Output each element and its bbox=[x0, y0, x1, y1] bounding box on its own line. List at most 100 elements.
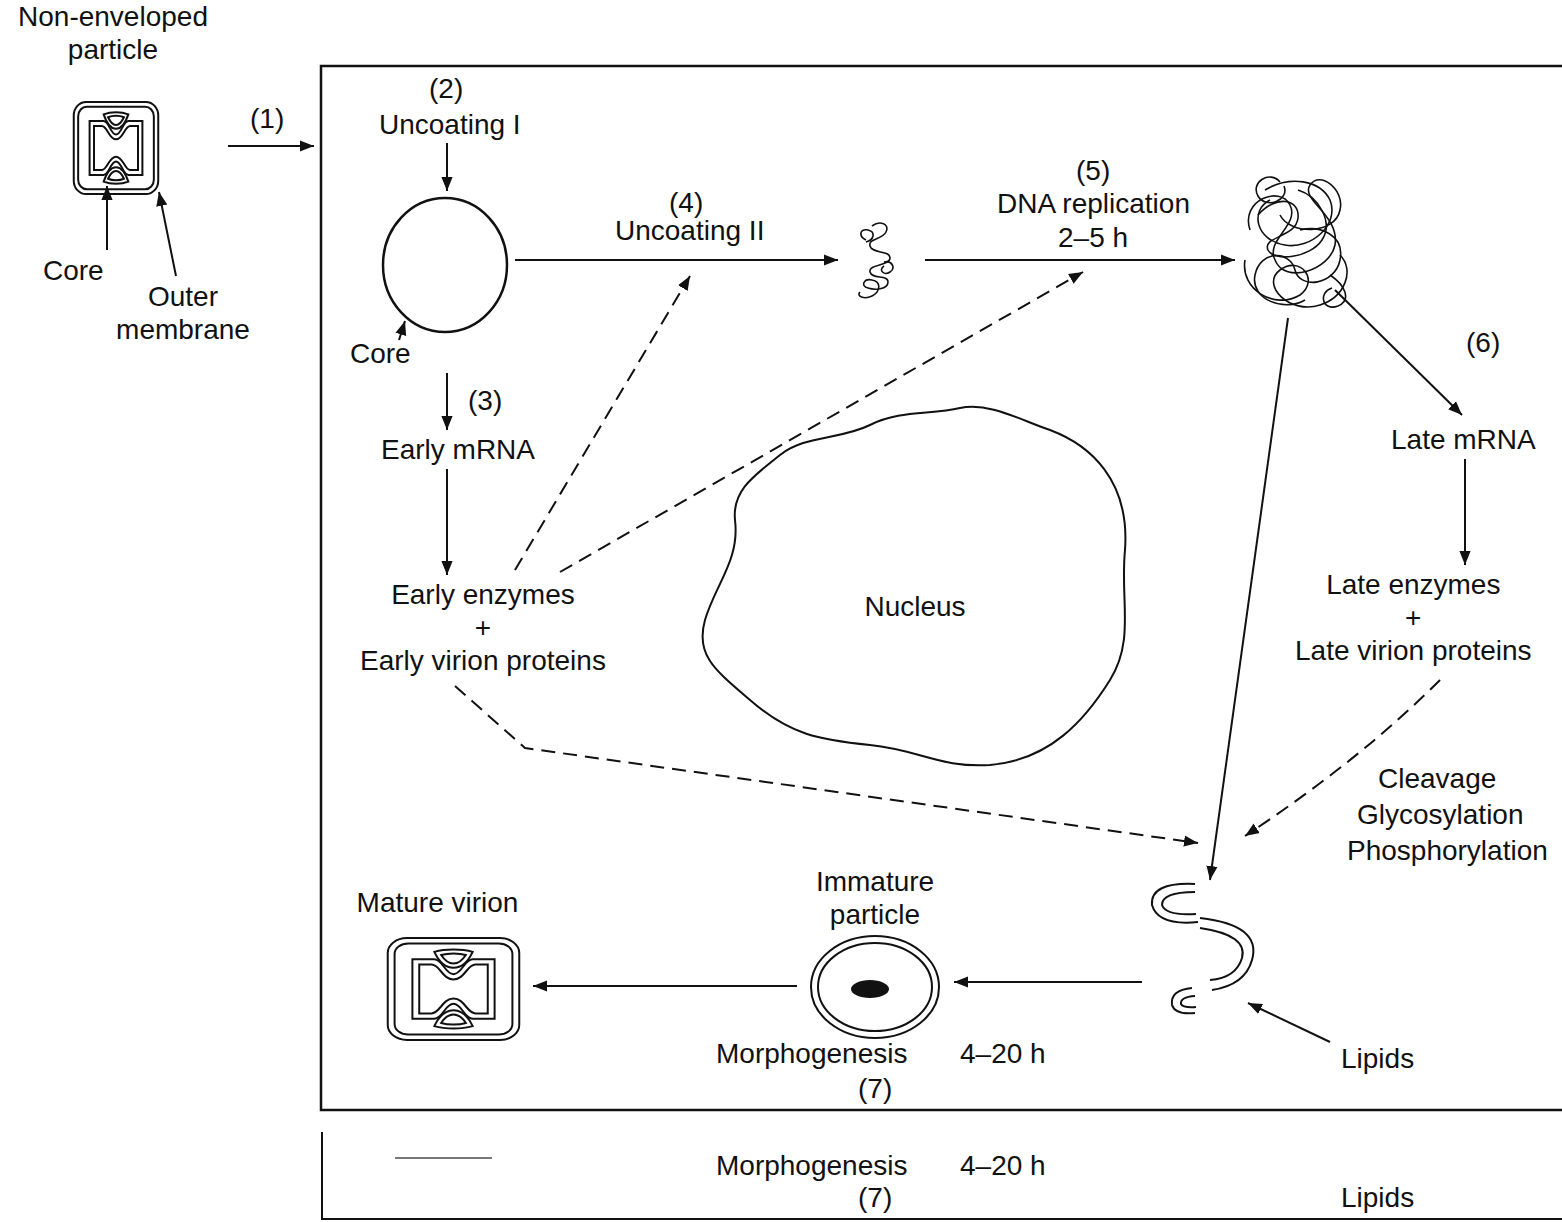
immature-outline bbox=[808, 933, 942, 1041]
node-text: Late enzymes bbox=[1295, 568, 1532, 601]
arrow-line bbox=[1248, 1003, 1330, 1042]
step-label: Uncoating II bbox=[615, 214, 764, 247]
node-text: Late mRNA bbox=[1391, 423, 1536, 456]
arrow-line bbox=[1335, 290, 1462, 415]
cell-boundary bbox=[321, 66, 1562, 1110]
virus-particle: Non-enveloped particle bbox=[4, 0, 222, 200]
outline-path bbox=[108, 116, 124, 125]
outline-rect bbox=[74, 102, 158, 194]
callout-number: (7) bbox=[858, 1181, 892, 1214]
node-text: Mature virion bbox=[345, 886, 530, 919]
outline-path bbox=[1200, 918, 1253, 990]
arrow-line bbox=[560, 272, 1083, 572]
outline-ellipse bbox=[818, 943, 932, 1031]
outline-path bbox=[1258, 190, 1326, 257]
outline-ellipse bbox=[811, 936, 939, 1038]
mrna-label: Early mRNA bbox=[381, 433, 535, 466]
drawing-group bbox=[74, 102, 158, 194]
cropped-strip bbox=[322, 1132, 1562, 1219]
connector-arrow bbox=[446, 469, 448, 575]
text-group: Core bbox=[350, 337, 411, 370]
arrow-line bbox=[1210, 318, 1288, 880]
outline-path bbox=[322, 1132, 1562, 1219]
core-outline bbox=[380, 195, 510, 335]
connector-arrow bbox=[1464, 459, 1466, 565]
virion-icon bbox=[385, 936, 522, 1042]
node-text: Nucleus bbox=[690, 590, 1140, 623]
enzyme-label: Early enzymes+Early virion proteins bbox=[360, 578, 606, 677]
text-group: Late enzymes+Late virion proteins bbox=[1295, 568, 1532, 667]
dashed-arrows bbox=[455, 272, 1440, 843]
text-group: Early enzymes+Early virion proteins bbox=[360, 578, 606, 677]
node-text: + bbox=[360, 611, 606, 644]
outline-path bbox=[104, 167, 129, 184]
step-label: Morphogenesis bbox=[716, 1149, 907, 1182]
text-group: Nucleus bbox=[690, 590, 1140, 623]
outline-path bbox=[104, 112, 129, 129]
arrow-line bbox=[159, 192, 176, 276]
immature-particle: Immature particle bbox=[800, 865, 950, 1042]
mrna-label: Late mRNA bbox=[1391, 423, 1536, 456]
step-label: DNA replication bbox=[997, 187, 1190, 220]
node-text: Non-enveloped particle bbox=[4, 0, 222, 66]
outline-path bbox=[859, 223, 890, 298]
arrow-line bbox=[515, 259, 838, 261]
node-text: Early enzymes bbox=[360, 578, 606, 611]
step-label: Morphogenesis bbox=[716, 1037, 907, 1070]
shape-holder bbox=[690, 400, 1140, 775]
outline-path bbox=[1248, 180, 1340, 273]
callout-number: (6) bbox=[1466, 326, 1500, 359]
outline-path bbox=[441, 953, 466, 963]
connector-arrow bbox=[446, 373, 448, 430]
text-group: Late mRNA bbox=[1391, 423, 1536, 456]
connector-arrow bbox=[533, 985, 797, 987]
viral-dna bbox=[859, 223, 893, 298]
outline-path bbox=[434, 950, 472, 968]
text-group: Early mRNA bbox=[381, 433, 535, 466]
outline-rect bbox=[388, 938, 520, 1040]
text-group: Non-enveloped particle bbox=[4, 0, 222, 66]
outline-path bbox=[702, 407, 1125, 766]
part-label: Lipids bbox=[1341, 1042, 1414, 1075]
outline-ellipse bbox=[383, 198, 507, 332]
node-text: Immature particle bbox=[800, 865, 950, 931]
callout-number: (5) bbox=[1076, 154, 1110, 187]
replicated-dna bbox=[1245, 177, 1348, 307]
node-text: Late virion proteins bbox=[1295, 634, 1532, 667]
part-label: Outer membrane bbox=[108, 280, 258, 346]
shape-holder bbox=[385, 936, 522, 1042]
callout-number: (7) bbox=[858, 1072, 892, 1105]
outline-path bbox=[1152, 884, 1198, 923]
callout-number: (2) bbox=[429, 72, 463, 105]
process-label: Glycosylation bbox=[1357, 798, 1524, 831]
arrow-line bbox=[954, 981, 1142, 983]
arrow-line bbox=[106, 186, 108, 250]
drawing-group bbox=[388, 938, 520, 1040]
outline-path bbox=[94, 126, 138, 170]
outline-path bbox=[1256, 177, 1345, 307]
arrow-line bbox=[399, 321, 405, 340]
callout-number: (3) bbox=[468, 384, 502, 417]
nucleus-outline bbox=[690, 400, 1140, 775]
process-label: Phosphorylation bbox=[1347, 834, 1548, 867]
arrow-line bbox=[925, 259, 1235, 261]
nucleus-shape: Nucleus bbox=[690, 400, 1140, 775]
step-label: Uncoating I bbox=[379, 108, 521, 141]
shape-holder bbox=[808, 933, 942, 1041]
part-label: Lipids bbox=[1341, 1181, 1414, 1214]
outline-path bbox=[1258, 181, 1332, 245]
node-text: + bbox=[1295, 601, 1532, 634]
node-text: Early virion proteins bbox=[360, 644, 606, 677]
arrow-line bbox=[446, 143, 448, 191]
callout-number: (1) bbox=[250, 102, 284, 135]
arrow-line bbox=[228, 145, 314, 147]
outline-path bbox=[108, 171, 124, 180]
outline-path bbox=[861, 230, 893, 274]
membrane-fragments bbox=[1152, 884, 1253, 1013]
outline-rect bbox=[78, 107, 154, 190]
outline-path bbox=[1255, 229, 1341, 305]
outline-path bbox=[321, 66, 1562, 1110]
outline-path bbox=[1181, 996, 1196, 1007]
process-label: Cleavage bbox=[1378, 762, 1496, 795]
